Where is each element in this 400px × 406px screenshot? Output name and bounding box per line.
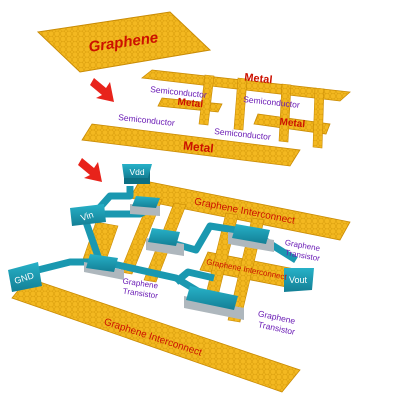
transistor-label-bottom: Graphene Transistor bbox=[257, 308, 296, 337]
vdd-label: Vdd bbox=[129, 167, 144, 177]
semiconductor-label-3: Semiconductor bbox=[118, 112, 176, 128]
vout-label: Vout bbox=[289, 275, 308, 285]
transistor-pad bbox=[146, 228, 184, 256]
semiconductor-label-4: Semiconductor bbox=[214, 126, 272, 142]
transistor-pad bbox=[84, 254, 124, 280]
transistor-label-left: Graphene Transistor bbox=[122, 277, 159, 301]
gnd-node: GND bbox=[8, 262, 42, 292]
vin-node: Vin bbox=[70, 204, 106, 226]
metal-semiconductor-layer: Metal Metal Metal Metal Semiconductor Se… bbox=[81, 69, 351, 167]
transistor-pad bbox=[130, 196, 160, 216]
metal-label-right: Metal bbox=[279, 117, 306, 131]
circuit-layer: Vdd Vin GND Vout Graphene Interconnect G… bbox=[8, 164, 351, 393]
down-arrow-icon bbox=[90, 78, 114, 102]
vout-node: Vout bbox=[284, 268, 314, 292]
metal-label-bottom: Metal bbox=[182, 138, 214, 155]
transistor-pad bbox=[184, 286, 244, 320]
metal-label-left: Metal bbox=[177, 97, 204, 111]
graphene-sheet: Graphene bbox=[36, 11, 212, 73]
down-arrow-icon bbox=[78, 158, 102, 182]
transistor-pad bbox=[228, 224, 274, 252]
metal-label-top: Metal bbox=[244, 72, 273, 87]
vdd-node: Vdd bbox=[122, 164, 152, 184]
semiconductor-label-2: Semiconductor bbox=[243, 94, 301, 110]
vin-label: Vin bbox=[79, 209, 94, 222]
